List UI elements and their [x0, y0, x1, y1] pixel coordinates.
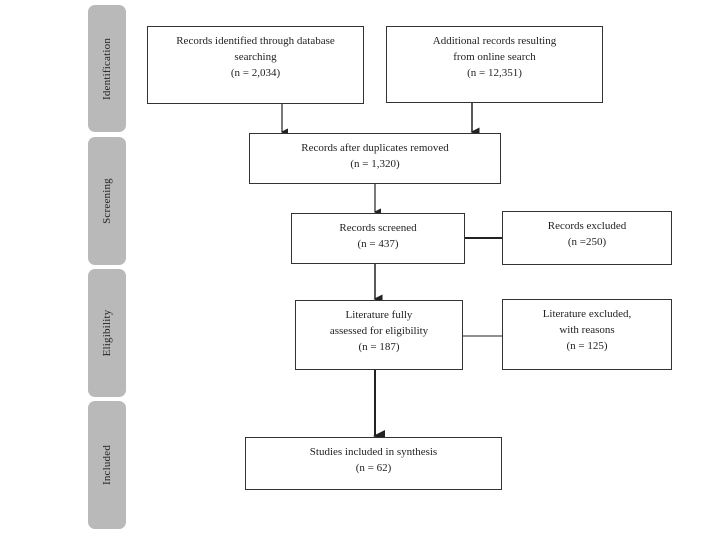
phase-included: Included [88, 401, 126, 529]
box-online-records: Additional records resulting from online… [386, 26, 603, 103]
box-duplicates-removed: Records after duplicates removed (n = 1,… [249, 133, 501, 184]
box-eligibility-assessed: Literature fully assessed for eligibilit… [295, 300, 463, 370]
phase-screening: Screening [88, 137, 126, 265]
box-records-screened: Records screened (n = 437) [291, 213, 465, 264]
phase-identification: Identification [88, 5, 126, 132]
phase-eligibility: Eligibility [88, 269, 126, 397]
box-records-excluded: Records excluded (n =250) [502, 211, 672, 265]
box-studies-included: Studies included in synthesis (n = 62) [245, 437, 502, 490]
box-literature-excluded: Literature excluded, with reasons (n = 1… [502, 299, 672, 370]
box-database-records: Records identified through database sear… [147, 26, 364, 104]
